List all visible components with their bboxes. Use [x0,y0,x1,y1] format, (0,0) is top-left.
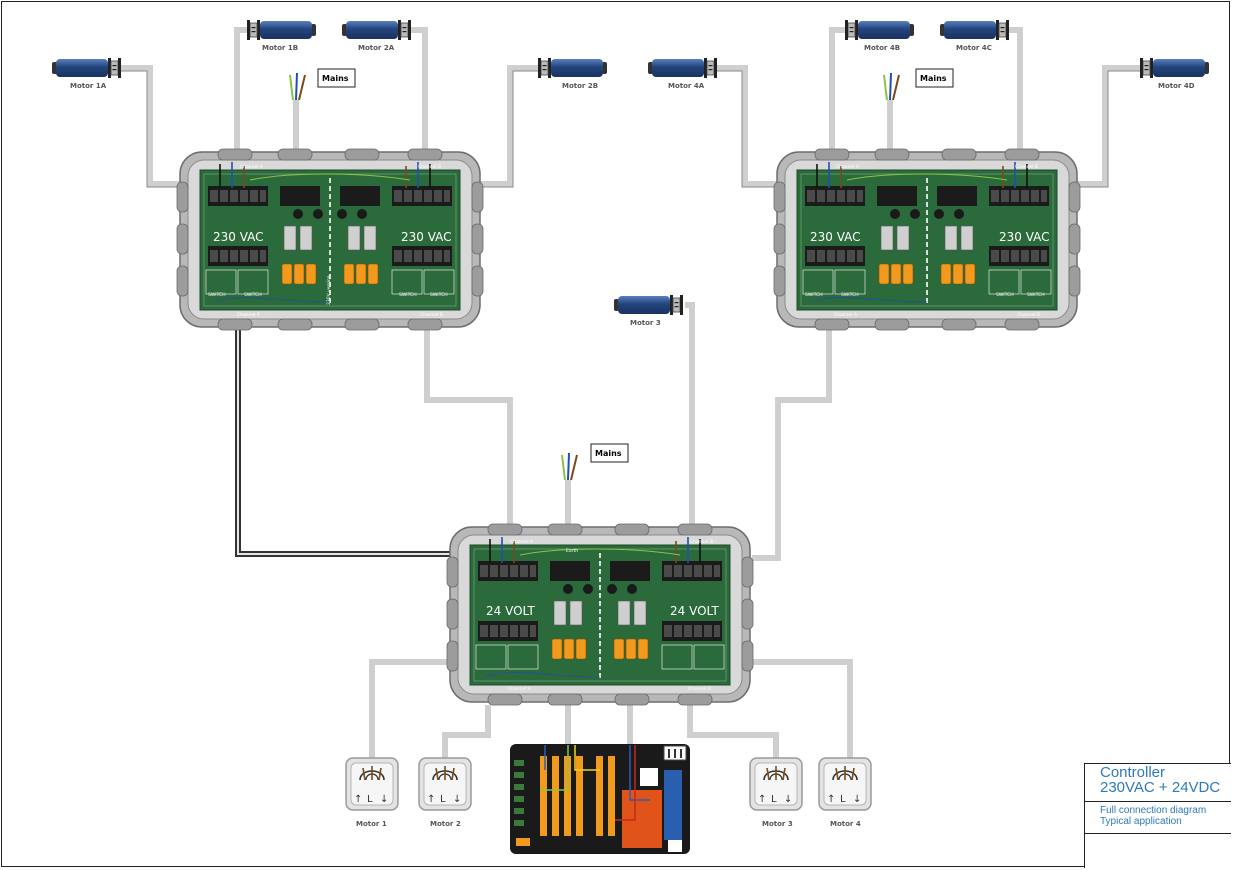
dc-channel-b-top: Channel B [690,539,713,545]
s4-letter: L [840,794,846,805]
switch-motor-2-label: Motor 2 [430,820,461,828]
title-block: Controller 230VAC + 24VDC Full connectio… [1084,763,1231,868]
switch-motor-4-label: Motor 4 [830,820,861,828]
left-channel-b-top: Channel B [418,164,441,170]
right-channel-b-top: Channel B [1015,164,1038,170]
motor-3-label: Motor 3 [630,319,661,327]
left-channel-b-bottom: Channel B [420,312,443,318]
left-switch-1: SWITCH [208,292,226,298]
motor-4c-label: Motor 4C [956,44,992,52]
motor-4a-label: Motor 4A [668,82,705,90]
right-channel-a-bottom: Channel A [834,312,858,318]
s3-arrow-up: ↑ [758,794,766,805]
board-left-label-a: 230 VAC [213,230,264,244]
s3-letter: L [771,794,777,805]
title-block-subtitle: Full connection diagram Typical applicat… [1085,802,1231,834]
motor-2b-label: Motor 2B [562,82,598,90]
left-version-label: 230V version [326,275,332,305]
motor-3 [613,294,684,316]
motor-1a [51,57,122,79]
s4-arrow-up: ↑ [827,794,835,805]
left-switch-2: SWITCH [244,292,262,298]
motor-4a [647,57,718,79]
right-switch-4: SWITCH [1027,292,1045,298]
s2-letter: L [440,794,446,805]
board-right-label-a: 230 VAC [810,230,861,244]
right-switch-2: SWITCH [841,292,859,298]
s2-arrow-up: ↑ [427,794,435,805]
right-switch-3: SWITCH [996,292,1014,298]
board-dc-label-b: 24 VOLT [670,604,720,618]
mains-label-bottom: Mains [590,443,629,463]
dc-earth-label: Earth [566,548,578,554]
switch-motor-3-label: Motor 3 [762,820,793,828]
motor-4b-label: Motor 4B [864,44,900,52]
s4-arrow-down: ↓ [853,794,861,805]
motor-2a [341,19,412,41]
left-switch-3: SWITCH [399,292,417,298]
switch-motor-1-label: Motor 1 [356,820,387,828]
motor-2b [538,58,607,78]
motor-4b [845,20,914,40]
mains-wires [289,72,900,481]
board-right-label-b: 230 VAC [999,230,1050,244]
board-dc-label-a: 24 VOLT [486,604,536,618]
right-switch-1: SWITCH [805,292,823,298]
title-line-1: Controller [1100,764,1166,781]
motor-4c [939,19,1010,41]
svg-text:Mains: Mains [920,74,947,83]
motor-1b [247,20,316,40]
left-switch-4: SWITCH [430,292,448,298]
motor-4d [1140,58,1209,78]
dc-channel-a-bottom: Channel A [508,686,532,692]
board-left-label-b: 230 VAC [401,230,452,244]
cables [118,27,1140,760]
motor-1a-label: Motor 1A [70,82,107,90]
master-control-module [510,744,690,854]
s2-arrow-down: ↓ [453,794,461,805]
title-line-2: 230VAC + 24VDC [1100,779,1221,796]
title-block-title: Controller 230VAC + 24VDC [1085,764,1231,802]
svg-text:Mains: Mains [322,74,349,83]
left-channel-a-bottom: Channel A [237,312,261,318]
motor-4d-label: Motor 4D [1158,82,1195,90]
mains-label-right: Mains [915,68,954,88]
dc-channel-a-top: Channel A [510,539,534,545]
right-channel-a-top: Channel A [836,164,860,170]
s1-arrow-up: ↑ [354,794,362,805]
s3-arrow-down: ↓ [784,794,792,805]
mains-label-left: Mains [317,68,356,88]
motor-2a-label: Motor 2A [358,44,395,52]
right-channel-b-bottom: Channel B [1017,312,1040,318]
motor-1b-label: Motor 1B [262,44,298,52]
subtitle-line-2: Typical application [1100,816,1182,827]
s1-arrow-down: ↓ [380,794,388,805]
s1-letter: L [367,794,373,805]
svg-text:Mains: Mains [595,449,622,458]
subtitle-line-1: Full connection diagram [1100,805,1207,816]
left-channel-a-top: Channel A [240,164,264,170]
dc-channel-b-bottom: Channel B [688,686,711,692]
